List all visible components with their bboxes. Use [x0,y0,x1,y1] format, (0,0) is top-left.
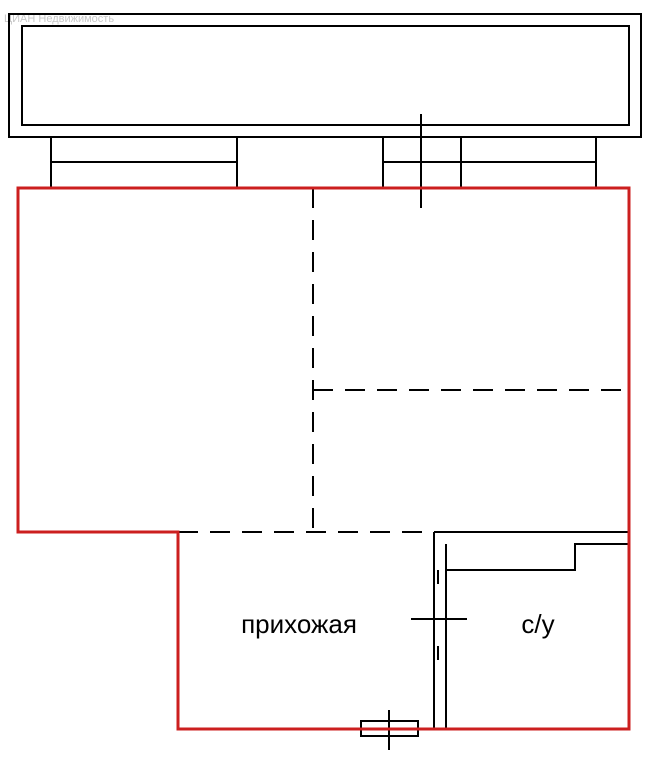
room-label-bathroom: с/у [521,609,554,639]
balcony [8,13,642,138]
watermark: ЦИАН Недвижимость [4,13,114,25]
apartment-outline [16,186,631,731]
window-left [50,137,238,187]
balcony-door-marker [383,114,461,208]
bathroom-walls [433,531,629,729]
zone-dividers [178,188,626,533]
bathroom-door [411,570,467,660]
room-label-hallway: прихожая [241,609,357,639]
